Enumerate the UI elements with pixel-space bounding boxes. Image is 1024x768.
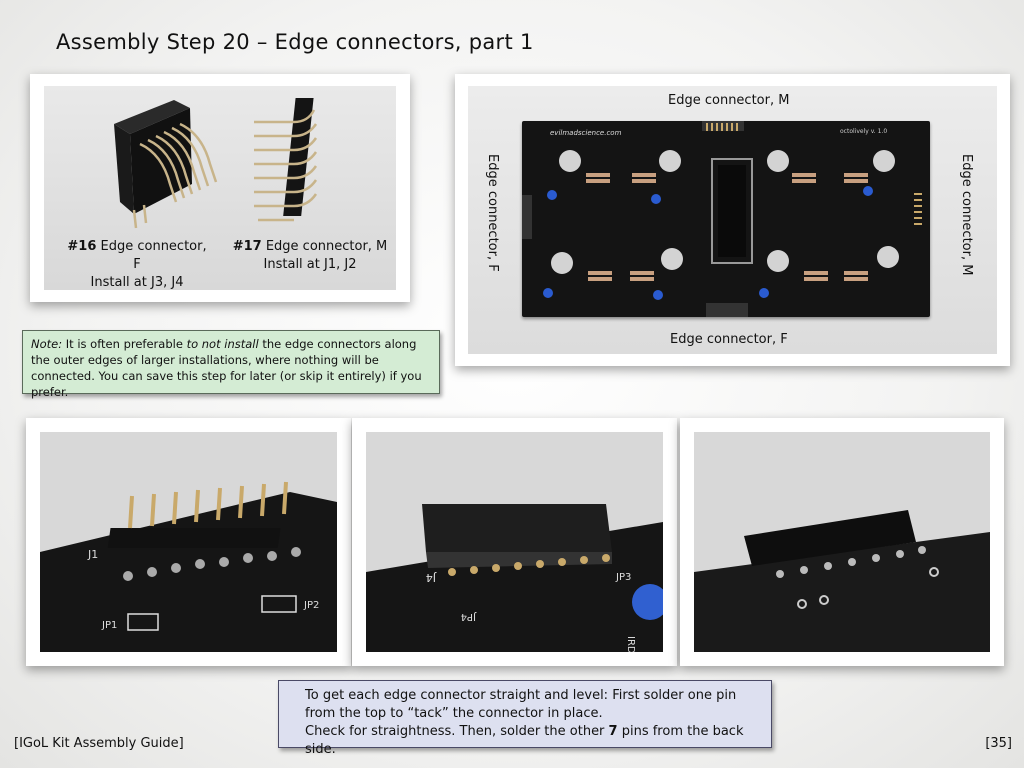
board-label-right: Edge connector, M bbox=[959, 154, 974, 276]
photo1-jp2-label: JP2 bbox=[303, 600, 319, 611]
part-m-install: Install at J1, J2 bbox=[263, 257, 357, 272]
board-label-bottom: Edge connector, F bbox=[670, 332, 788, 347]
instructions-pin-count: 7 bbox=[608, 724, 618, 739]
instructions-box: To get each edge connector straight and … bbox=[278, 680, 772, 757]
page-title: Assembly Step 20 – Edge connectors, part… bbox=[56, 30, 534, 54]
photo1-j-label: J1 bbox=[87, 548, 98, 561]
connector-photo: #16 Edge connector, F Install at J3, J4 … bbox=[44, 86, 396, 290]
pcb-board: evilmadscience.com octolively v. 1.0 bbox=[522, 121, 930, 317]
solder-photo-3 bbox=[694, 432, 990, 652]
photo1-jp1-label: JP1 bbox=[101, 620, 117, 631]
connector-photo-frame: #16 Edge connector, F Install at J3, J4 … bbox=[30, 74, 410, 302]
instructions-line-2c: pins from the back side. bbox=[305, 724, 744, 757]
footer-page-number: [35] bbox=[985, 736, 1012, 751]
part-m-name: Edge connector, M bbox=[265, 239, 388, 254]
note-box: Note: It is often preferable to not inst… bbox=[22, 330, 440, 399]
photo2-jp4-label: JP4 bbox=[461, 611, 477, 622]
connectors-illustration bbox=[114, 98, 318, 229]
pcb-version-text: octolively v. 1.0 bbox=[840, 128, 887, 135]
photo2-ir-label: IRD8 bbox=[625, 636, 636, 652]
photo2-j-label: J4 bbox=[426, 571, 437, 584]
note-text-1: It is often preferable bbox=[62, 337, 187, 351]
instructions-line-2a: Check for straightness. Then, solder the… bbox=[305, 724, 609, 739]
pcb-brand-text: evilmadscience.com bbox=[550, 129, 622, 137]
photo2-jp3-label: JP3 bbox=[615, 572, 631, 583]
board-label-top: Edge connector, M bbox=[668, 93, 790, 108]
solder-photo-1-frame: J1 JP1 JP2 bbox=[26, 418, 351, 666]
note-emphasis: to not install bbox=[186, 337, 259, 351]
solder-photo-1: J1 JP1 JP2 bbox=[40, 432, 337, 652]
part-f-install: Install at J3, J4 bbox=[90, 275, 184, 290]
solder-photo-2: J4 JP3 JP4 IRD8 bbox=[366, 432, 663, 652]
solder-photo-3-frame bbox=[680, 418, 1004, 666]
pcb-details: evilmadscience.com octolively v. 1.0 bbox=[522, 121, 922, 317]
instructions-line-1: To get each edge connector straight and … bbox=[305, 688, 737, 721]
solder-photo-2-frame: J4 JP3 JP4 IRD8 bbox=[352, 418, 677, 666]
part-m-caption: #17 Edge connector, M Install at J1, J2 bbox=[230, 238, 390, 274]
part-m-number: #17 bbox=[232, 239, 262, 254]
instructions-line-2: Check for straightness. Then, solder the… bbox=[305, 723, 761, 759]
footer-guide-title: [IGoL Kit Assembly Guide] bbox=[14, 736, 184, 751]
part-f-number: #16 bbox=[67, 239, 97, 254]
part-f-name: Edge connector, F bbox=[100, 239, 207, 272]
part-f-caption: #16 Edge connector, F Install at J3, J4 bbox=[62, 238, 212, 290]
board-label-left: Edge connector, F bbox=[485, 154, 500, 272]
note-lead: Note: bbox=[31, 337, 63, 351]
note-text-2: the edge connectors along the outer edge… bbox=[31, 337, 422, 399]
